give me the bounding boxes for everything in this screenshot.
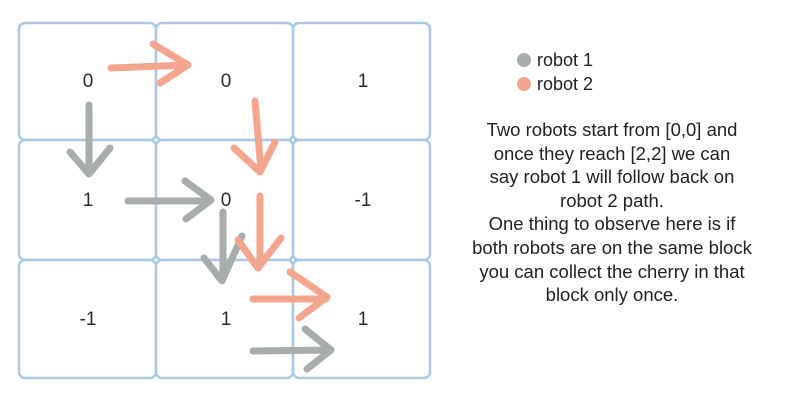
- description-line: robot 2 path.: [560, 189, 664, 211]
- robot2-arrow-right-2: [249, 268, 331, 322]
- description: Two robots start from [0,0] and once the…: [440, 118, 784, 307]
- cell-value-2-1: 1: [221, 309, 232, 330]
- cell-value-1-1: 0: [221, 190, 232, 211]
- robot1-arrow-right-1: [124, 177, 215, 223]
- robot1-arrow-right-2: [249, 325, 335, 373]
- legend-item-robot2: robot 2: [517, 72, 593, 96]
- robot2-arrow-down-1: [230, 97, 279, 176]
- cell-value-2-0: -1: [80, 309, 97, 330]
- description-line: block only once.: [545, 284, 679, 306]
- cell-value-0-1: 0: [221, 71, 232, 92]
- robot2-arrow-right-1: [107, 40, 192, 87]
- cherry-grid: 0 0 1 1 0 -1 -1 1 1: [17, 21, 432, 380]
- description-line: once they reach [2,2] we can: [493, 142, 731, 164]
- cell-value-2-2: 1: [358, 309, 369, 330]
- description-line: say robot 1 will follow back on: [489, 166, 735, 188]
- description-line: One thing to observe here is if: [488, 213, 736, 235]
- cell-value-1-2: -1: [355, 190, 372, 211]
- legend-label-robot2: robot 2: [537, 73, 594, 94]
- legend-label-robot1: robot 1: [537, 49, 594, 70]
- cell-value-1-0: 1: [83, 190, 94, 211]
- cell-value-0-2: 1: [358, 71, 369, 92]
- robot1-dot-icon: [517, 53, 531, 67]
- robot1-arrow-down-2: [200, 208, 246, 285]
- robot1-arrow-down-1: [66, 101, 114, 178]
- legend-item-robot1: robot 1: [517, 48, 593, 72]
- description-line: you can collect the cherry in that: [479, 260, 745, 282]
- robot2-dot-icon: [517, 77, 531, 91]
- description-line: Two robots start from [0,0] and: [486, 119, 738, 140]
- cell-value-0-0: 0: [83, 71, 94, 92]
- robot2-arrow-down-2: [234, 192, 285, 272]
- description-line: both robots are on the same block: [472, 236, 752, 258]
- legend: robot 1 robot 2: [517, 48, 593, 96]
